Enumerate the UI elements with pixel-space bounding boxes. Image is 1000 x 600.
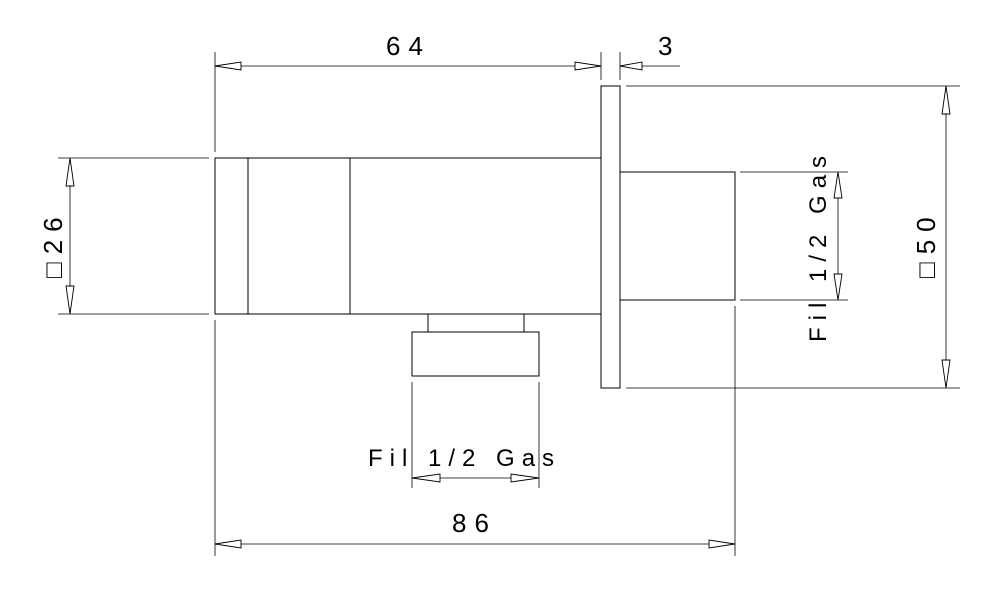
dimension-64-label: 64 — [386, 31, 431, 61]
dimension-50 — [626, 85, 960, 389]
bottom-thread-label: Fil 1/2 Gas — [368, 445, 561, 472]
dimension-64 — [214, 52, 602, 152]
dimension-86 — [214, 306, 736, 556]
flange-plate — [600, 85, 621, 389]
dimension-26 — [58, 157, 209, 315]
valve-body — [214, 157, 602, 315]
bottom-outlet — [411, 313, 540, 377]
side-thread-label: Fil 1/2 Gas — [805, 149, 832, 342]
dimension-26-label: □26 — [38, 209, 68, 278]
bottom-thread-dimension — [411, 382, 540, 488]
dimension-3-label: 3 — [658, 31, 680, 61]
side-thread-dimension — [740, 171, 848, 301]
dimension-86-label: 86 — [452, 508, 497, 538]
dimension-3 — [619, 52, 680, 80]
dimension-50-label: □50 — [911, 209, 941, 278]
side-connector — [619, 171, 736, 301]
